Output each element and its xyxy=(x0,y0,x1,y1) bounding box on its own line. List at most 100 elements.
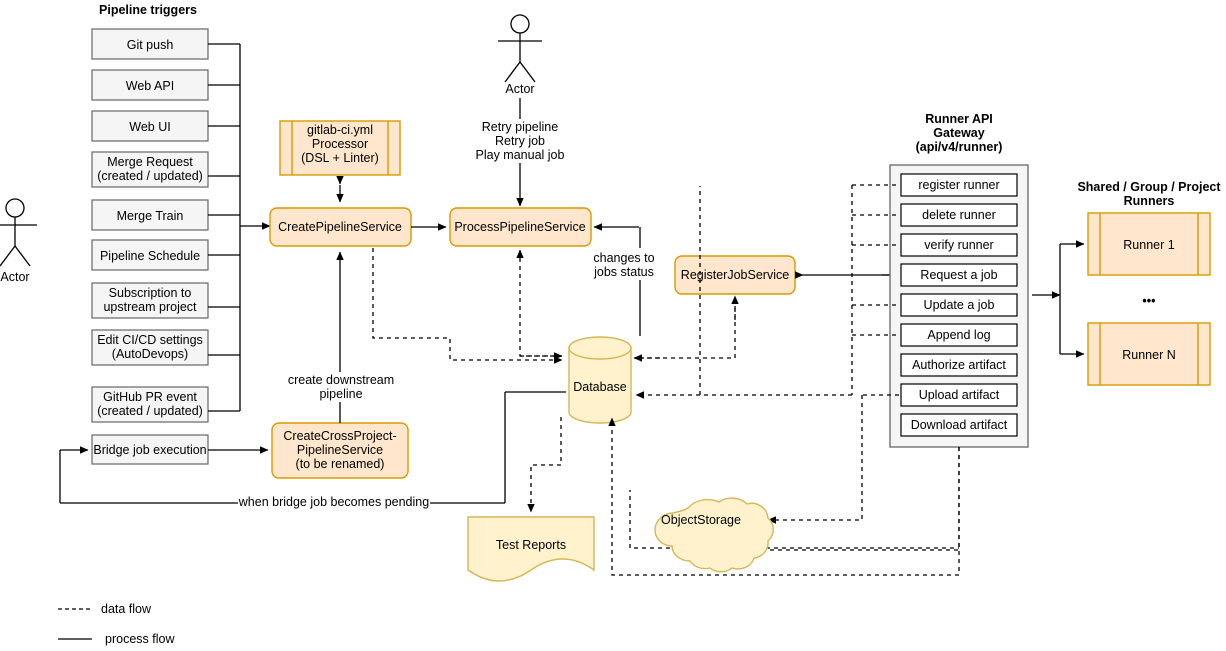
edge-download-artifact-dashed xyxy=(660,425,899,490)
gateway-endpoint-register-runner[interactable]: register runner xyxy=(900,173,1018,197)
node-register-job-service[interactable]: RegisterJobService xyxy=(674,255,796,295)
trigger-label: Git push xyxy=(127,38,174,52)
pipeline-triggers-title: Pipeline triggers xyxy=(99,3,197,17)
trigger-sublabel: (created / updated) xyxy=(97,169,203,183)
endpoint-label: Append log xyxy=(927,328,990,342)
edge-registerjob-to-database xyxy=(633,295,739,362)
endpoint-label: Download artifact xyxy=(911,418,1008,432)
trigger-label: Pipeline Schedule xyxy=(100,249,200,263)
endpoint-label: Request a job xyxy=(920,268,997,282)
node-label: CreatePipelineService xyxy=(278,220,402,234)
node-label-line2: PipelineService xyxy=(297,443,383,457)
runners-title-line1: Shared / Group / Project xyxy=(1077,180,1221,194)
node-database[interactable]: Database xyxy=(568,336,632,424)
node-label: Database xyxy=(573,380,627,394)
edge-gateway-bus-to-database xyxy=(699,186,852,396)
gateway-title-line2: Gateway xyxy=(933,126,984,140)
endpoint-label: verify runner xyxy=(924,238,993,252)
endpoint-label: Authorize artifact xyxy=(912,358,1006,372)
endpoint-label: register runner xyxy=(918,178,999,192)
node-label: Runner 1 xyxy=(1123,238,1174,252)
trigger-edit-cicd-settings[interactable]: Edit CI/CD settings (AutoDevops) xyxy=(91,329,209,366)
node-label-line3: (DSL + Linter) xyxy=(301,151,379,165)
trigger-bridge-job-execution[interactable]: Bridge job execution xyxy=(91,434,209,465)
trigger-web-ui[interactable]: Web UI xyxy=(91,110,209,142)
trigger-sublabel: upstream project xyxy=(103,300,197,314)
node-label-line2: Processor xyxy=(312,137,368,151)
endpoint-label: Update a job xyxy=(924,298,995,312)
trigger-merge-train[interactable]: Merge Train xyxy=(91,199,209,231)
actor-left-label: Actor xyxy=(0,270,29,284)
trigger-label: Merge Train xyxy=(117,209,184,223)
gateway-title-line3: (api/v4/runner) xyxy=(916,140,1003,154)
trigger-sublabel: (created / updated) xyxy=(97,404,203,418)
node-label: Test Reports xyxy=(496,538,566,552)
trigger-label: Web API xyxy=(126,79,174,93)
trigger-bus xyxy=(208,43,271,412)
trigger-label: Subscription to xyxy=(109,286,192,300)
trigger-label: Web UI xyxy=(129,120,170,134)
edge-label-create-downstream-1: create downstream xyxy=(288,373,394,387)
edge-label-bridge-pending: when bridge job becomes pending xyxy=(238,495,429,509)
node-yml-processor[interactable]: gitlab-ci.yml Processor (DSL + Linter) xyxy=(279,120,401,176)
gateway-endpoint-append-log[interactable]: Append log xyxy=(900,323,1018,347)
edge-database-to-test-reports xyxy=(527,417,562,513)
node-test-reports[interactable]: Test Reports xyxy=(467,516,595,582)
gateway-endpoint-request-a-job[interactable]: Request a job xyxy=(900,263,1018,287)
legend: data flow process flow xyxy=(58,602,175,646)
edge-label-changes-1: changes to xyxy=(593,251,654,265)
trigger-sublabel: (AutoDevops) xyxy=(112,347,188,361)
node-label: ObjectStorage xyxy=(661,513,741,527)
trigger-web-api[interactable]: Web API xyxy=(91,69,209,101)
legend-data-flow-label: data flow xyxy=(101,602,152,616)
runners-title-line2: Runners xyxy=(1124,194,1175,208)
endpoint-label: delete runner xyxy=(922,208,996,222)
gateway-endpoint-verify-runner[interactable]: verify runner xyxy=(900,233,1018,257)
node-runner-1[interactable]: Runner 1 xyxy=(1087,212,1211,276)
edge-label-create-downstream-2: pipeline xyxy=(319,387,362,401)
node-create-pipeline-service[interactable]: CreatePipelineService xyxy=(269,207,412,247)
edge-label-changes-2: jobs status xyxy=(593,265,654,279)
trigger-subscription-upstream[interactable]: Subscription to upstream project xyxy=(91,282,209,319)
gateway-endpoint-authorize-artifact[interactable]: Authorize artifact xyxy=(900,353,1018,377)
node-process-pipeline-service[interactable]: ProcessPipelineService xyxy=(449,207,592,247)
legend-process-flow-label: process flow xyxy=(105,632,175,646)
node-label-line1: CreateCrossProject- xyxy=(283,429,396,443)
node-label-line3: (to be renamed) xyxy=(296,457,385,471)
node-label-line1: gitlab-ci.yml xyxy=(307,123,373,137)
runner-api-gateway: register runner delete runner verify run… xyxy=(889,164,1029,448)
actor-top-label: Actor xyxy=(505,82,534,96)
trigger-label: GitHub PR event xyxy=(103,390,197,404)
trigger-label: Bridge job execution xyxy=(93,443,206,457)
trigger-label: Edit CI/CD settings xyxy=(97,333,203,347)
actor-left: Actor xyxy=(0,198,37,284)
node-label: ProcessPipelineService xyxy=(454,220,585,234)
edge-runners-to-gateway xyxy=(1032,240,1085,358)
gateway-title-line1: Runner API xyxy=(925,112,993,126)
edge-createpipeline-to-database xyxy=(372,248,563,364)
trigger-github-pr-event[interactable]: GitHub PR event (created / updated) xyxy=(91,386,209,423)
trigger-label: Merge Request xyxy=(107,155,193,169)
node-object-storage[interactable]: ObjectStorage xyxy=(654,497,774,573)
node-cross-project-pipeline-service[interactable]: CreateCrossProject- PipelineService (to … xyxy=(271,422,409,479)
edge-bottomleft-dashed xyxy=(562,455,630,490)
node-runner-n[interactable]: Runner N xyxy=(1087,322,1211,386)
edge-label-retry-1: Retry pipeline xyxy=(482,120,558,134)
trigger-git-push[interactable]: Git push xyxy=(91,28,209,60)
trigger-pipeline-schedule[interactable]: Pipeline Schedule xyxy=(91,239,209,271)
edge-label-retry-3: Play manual job xyxy=(476,148,565,162)
gateway-endpoint-download-artifact[interactable]: Download artifact xyxy=(900,413,1018,437)
runners-ellipsis: ••• xyxy=(1142,294,1155,308)
gateway-endpoint-update-a-job[interactable]: Update a job xyxy=(900,293,1018,317)
actor-top: Actor xyxy=(498,14,542,96)
edge-database-to-processpipeline xyxy=(516,249,562,357)
node-label: Runner N xyxy=(1122,348,1176,362)
node-label: RegisterJobService xyxy=(681,268,789,282)
gateway-endpoint-upload-artifact[interactable]: Upload artifact xyxy=(900,383,1018,407)
trigger-merge-request[interactable]: Merge Request (created / updated) xyxy=(91,151,209,188)
endpoint-label: Upload artifact xyxy=(919,388,1000,402)
edge-label-retry-2: Retry job xyxy=(495,134,545,148)
edge-changes-to-jobs-status xyxy=(593,223,641,336)
gateway-endpoint-delete-runner[interactable]: delete runner xyxy=(900,203,1018,227)
